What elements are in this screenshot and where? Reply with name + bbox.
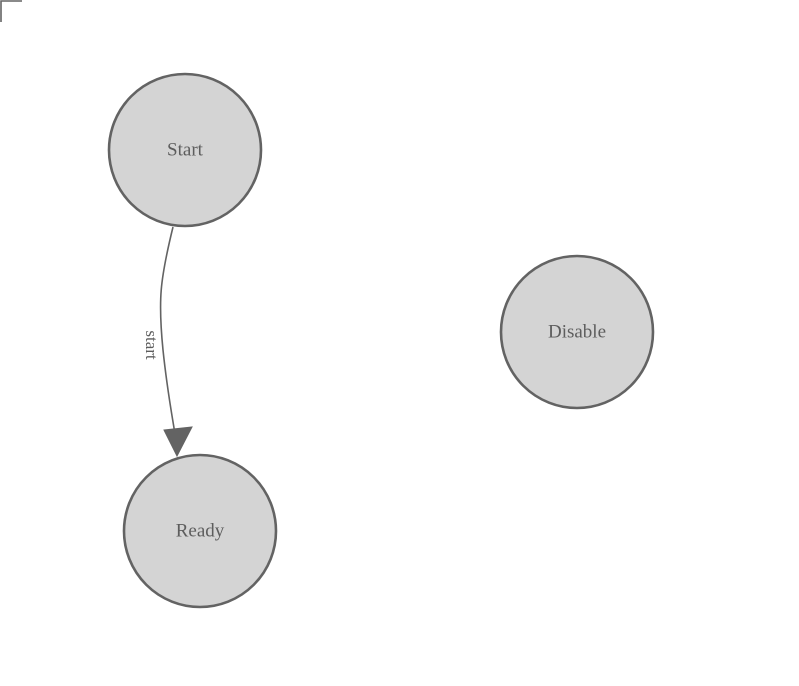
node-disable[interactable]: Disable	[499, 254, 655, 410]
node-ready-circle[interactable]	[122, 453, 278, 609]
node-disable-label: Disable	[548, 321, 606, 342]
top-left-corner-bracket-icon	[0, 0, 22, 22]
edge-label-start: start	[142, 330, 161, 360]
edge-start-to-ready-path	[159, 226, 178, 448]
node-start-circle[interactable]	[107, 72, 263, 228]
node-ready-label: Ready	[176, 520, 225, 541]
node-start-label: Start	[167, 139, 204, 160]
node-disable-circle[interactable]	[499, 254, 655, 410]
edge-start-to-ready-arrowhead-icon	[163, 426, 193, 458]
node-ready[interactable]: Ready	[122, 453, 278, 609]
edge-start-to-ready[interactable]: start	[142, 226, 193, 458]
node-start[interactable]: Start	[107, 72, 263, 228]
